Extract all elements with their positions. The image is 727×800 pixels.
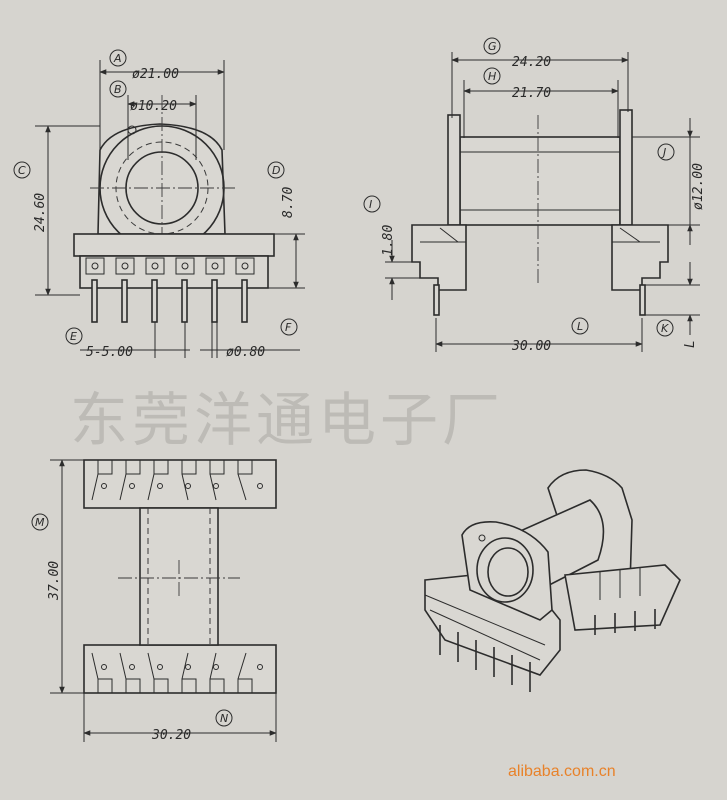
label-H: H — [488, 70, 496, 83]
label-B: B — [114, 83, 122, 96]
dim-J: ø12.00 — [691, 163, 706, 210]
side-left-flange — [447, 114, 461, 226]
label-A: A — [113, 52, 122, 65]
iso-bore-inner — [487, 547, 529, 597]
brand-text: alibaba.com.cn — [508, 763, 616, 780]
side-view: G H I J K L 24.20 21.70 1.80 ø12.00 L 30… — [363, 37, 706, 354]
dim-A: ø21.00 — [132, 67, 179, 82]
top-view-lower-block — [83, 644, 277, 694]
label-L: L — [577, 320, 583, 333]
top-view-lower-slots — [91, 652, 263, 694]
side-right-flange — [619, 109, 633, 226]
label-J: J — [661, 146, 666, 159]
iso-rear-pins — [594, 609, 656, 635]
top-view-upper-slots — [91, 459, 263, 501]
dim-K: L — [683, 340, 698, 348]
dim-F: ø0.80 — [226, 345, 265, 360]
label-M: M — [35, 516, 45, 529]
front-pins — [91, 279, 248, 323]
dim-M: 37.00 — [47, 561, 62, 601]
dim-B: ø10.20 — [130, 99, 177, 114]
iso-rear-base — [564, 564, 681, 631]
dim-E: 5-5.00 — [86, 345, 133, 360]
label-C: C — [18, 164, 26, 177]
label-D: D — [272, 164, 280, 177]
label-F: F — [285, 321, 292, 334]
dim-H: 21.70 — [512, 86, 551, 101]
side-right-pin — [639, 284, 646, 316]
top-view-upper-block — [83, 459, 277, 509]
side-left-pin — [433, 284, 440, 316]
label-I: I — [369, 198, 372, 211]
label-K: K — [661, 322, 669, 335]
dim-N: 30.20 — [151, 728, 191, 743]
label-E: E — [70, 330, 77, 343]
dim-C: 24.60 — [33, 193, 48, 232]
front-view: A B C D E F ø21.00 ø10.20 24.60 8.70 5-5… — [13, 49, 305, 360]
front-pin-windows — [85, 257, 255, 275]
isometric-view — [424, 469, 681, 692]
top-view: M N 37.00 30.20 — [31, 459, 277, 743]
front-base-bottom — [79, 255, 269, 289]
side-tube — [459, 136, 621, 226]
front-base-top — [73, 233, 275, 257]
label-G: G — [488, 40, 497, 53]
dim-L: 30.00 — [511, 339, 551, 354]
dim-I: 1.80 — [381, 225, 396, 256]
watermark-text: 东莞洋通电子厂 — [70, 386, 504, 454]
dim-G: 24.20 — [512, 55, 551, 70]
iso-front-pins — [439, 625, 531, 692]
label-N: N — [220, 712, 228, 725]
side-right-base — [611, 224, 669, 291]
top-view-core — [139, 507, 219, 646]
dim-D: 8.70 — [281, 187, 296, 218]
